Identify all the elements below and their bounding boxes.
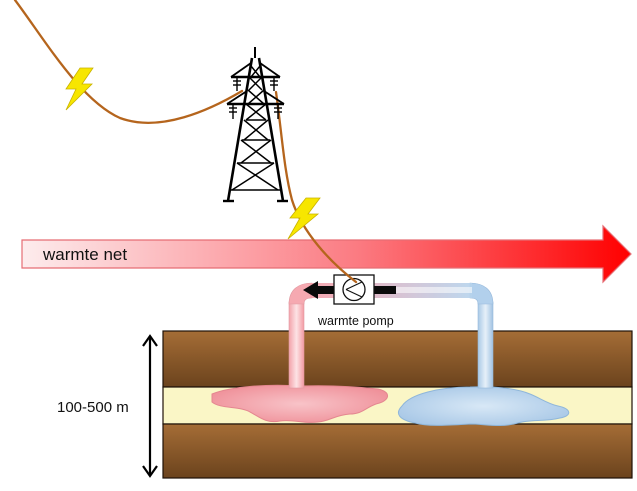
earth-layer-top [162,330,633,388]
lightning-bolt-icon [65,67,94,111]
depth-arrow [142,334,158,478]
lightning-bolt-icon [287,197,321,240]
depth-label: 100-500 m [57,399,129,416]
overhead-cable [13,0,244,124]
warm-pipe [288,301,305,389]
feed-cable [274,90,358,284]
earth-layer-bottom [162,423,633,479]
power-cables [13,0,358,284]
cold-pipe-bend [469,282,494,305]
heat-pump-label: warmte pomp [317,314,394,328]
power-pylon-icon [223,47,288,203]
warm-water-reservoir [211,384,388,423]
cold-pipe [477,301,494,389]
warm-pipe-bend [288,282,313,305]
heat-network-label: warmte net [42,245,127,264]
